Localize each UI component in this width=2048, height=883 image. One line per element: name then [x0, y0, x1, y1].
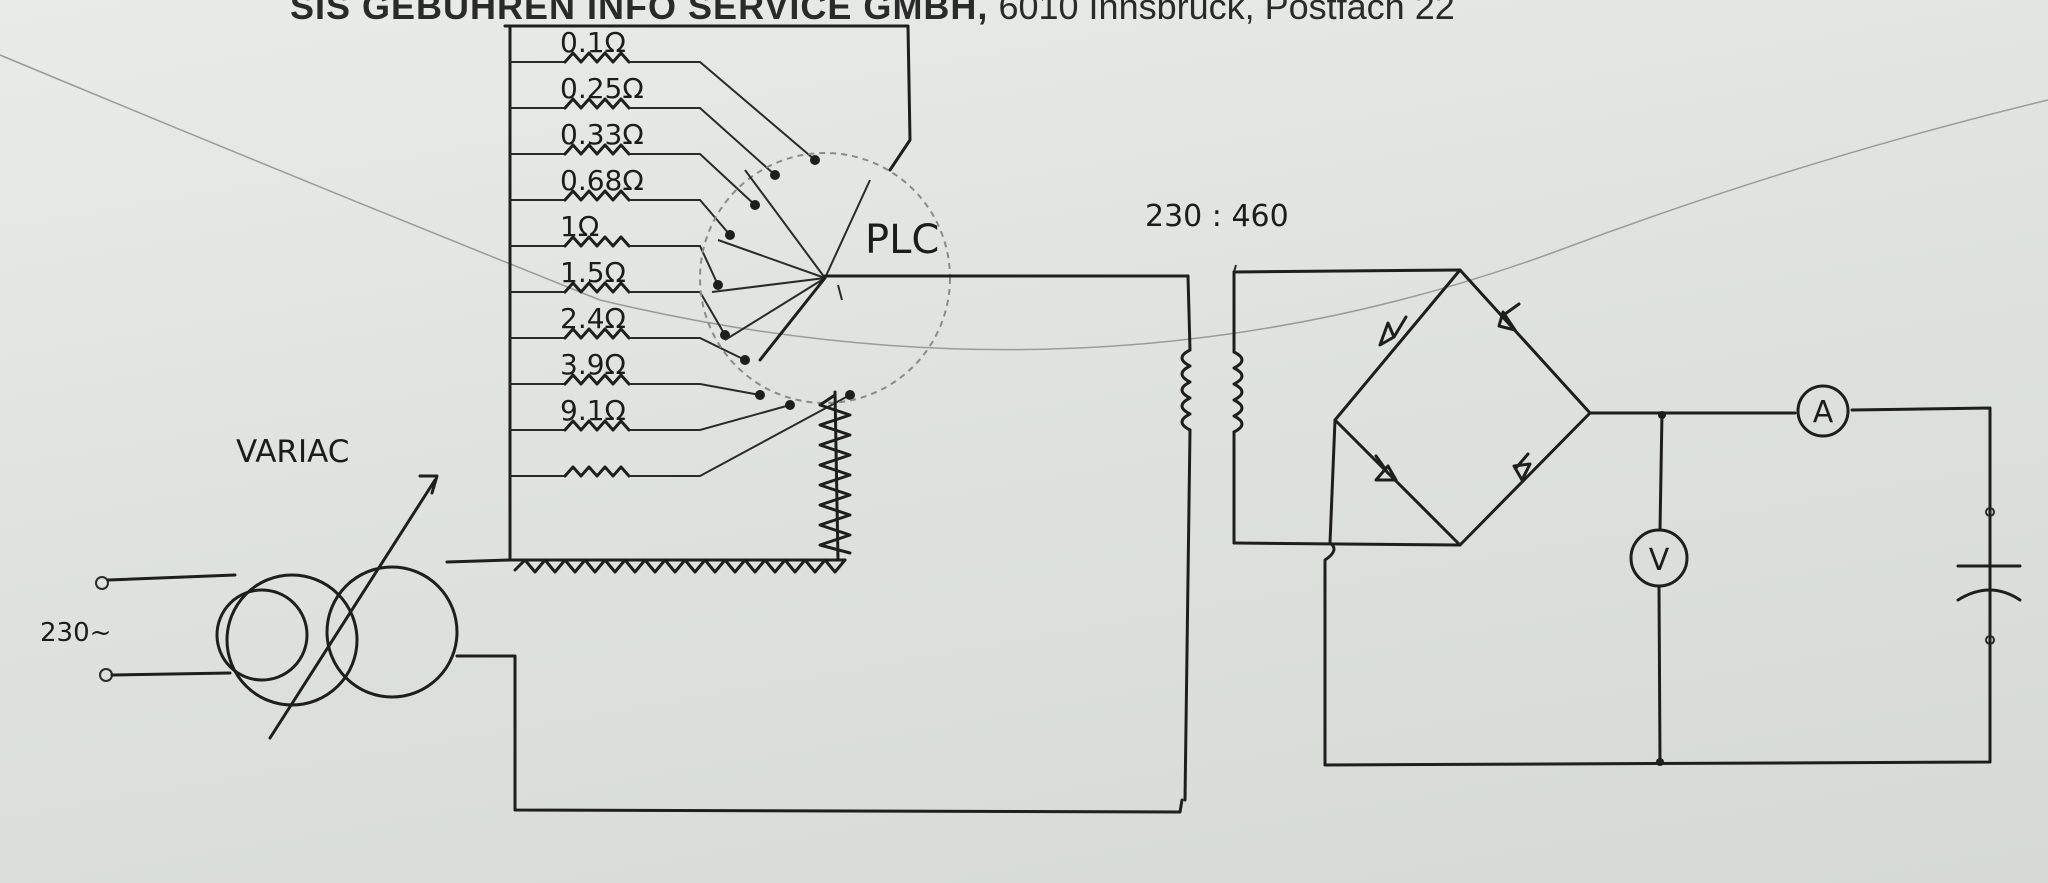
resistor-symbol: [563, 281, 631, 294]
resistor-row: 9.1Ω: [510, 394, 795, 432]
resistor-to-contact: [629, 245, 719, 286]
resistor-value-label: 0.68Ω: [560, 164, 644, 197]
junction-dot: [1658, 411, 1666, 419]
resistor-row: 2.4Ω: [510, 302, 750, 365]
resistor-to-contact: [629, 404, 791, 431]
resistor-symbol: [563, 51, 631, 64]
resistor-symbol: [563, 97, 631, 110]
voltmeter-lead-top: [1658, 411, 1664, 532]
junction-dot: [1656, 758, 1664, 766]
selector-contact: [755, 390, 765, 400]
resistor-value-label: 1.5Ω: [560, 256, 626, 289]
resistor-value-label: 0.33Ω: [560, 118, 644, 151]
paper-fold-right: [599, 99, 2048, 351]
resistor-value-label: 9.1Ω: [560, 394, 626, 427]
variac-label: VARIAC: [236, 434, 349, 470]
resistor-row: 0.25Ω: [510, 72, 780, 180]
voltmeter-lead-bottom: [1657, 584, 1662, 764]
wound-resistor-core: [833, 390, 840, 562]
resistor-row: 0.68Ω: [510, 164, 735, 240]
wound-resistor: [818, 393, 852, 555]
selector-contact: [770, 170, 780, 180]
resistor-row: 0.1Ω: [510, 26, 820, 165]
resistor-to-contact: [629, 337, 746, 361]
series-resistor: [513, 558, 847, 574]
resistor-symbol: [563, 373, 631, 386]
resistor-to-contact: [629, 291, 726, 336]
resistor-to-contact: [629, 153, 756, 206]
resistor-symbol: [563, 419, 631, 432]
ammeter: [1796, 384, 1850, 438]
capacitor: [1956, 507, 2022, 645]
resistor-symbol: [563, 143, 631, 156]
resistor-to-contact: [629, 61, 816, 161]
input-voltage-label: 230~: [40, 618, 111, 648]
resistor-value-label: 0.25Ω: [560, 72, 644, 105]
resistor-bank: 0.1Ω 0.25Ω 0.33Ω 0.68Ω 1Ω 1.5Ω 2.4Ω 3.9Ω 9.1Ω: [510, 26, 855, 478]
plc-label: PLC: [865, 217, 939, 263]
transformer-ratio-label: 230 : 460: [1145, 199, 1289, 234]
letterhead: SIS GEBÜHREN INFO SERVICE GMBH, 6010 Inn…: [290, 0, 1455, 28]
resistor-value-label: 3.9Ω: [560, 348, 626, 381]
input-wire-top: [106, 573, 237, 582]
variac-output-bottom-wire: [455, 654, 1184, 814]
voltmeter-label: V: [1649, 543, 1670, 578]
secondary-bottom-wire: [1232, 541, 1462, 547]
resistor-to-contact: [629, 107, 776, 176]
resistor-symbol: [563, 189, 631, 202]
selector-contact: [845, 390, 855, 400]
resistor-symbol: [563, 327, 631, 340]
selector-contact: [713, 280, 723, 290]
resistor-to-contact: [629, 394, 851, 477]
selector-contact: [740, 355, 750, 365]
resistor-to-contact: [629, 199, 731, 236]
letterhead-company: SIS GEBÜHREN INFO SERVICE GMBH,: [290, 0, 989, 27]
resistor-row: 1.5Ω: [510, 256, 730, 340]
selector-contact: [785, 400, 795, 410]
variac: [215, 474, 459, 740]
letterhead-address: 6010 Innsbruck, Postfach 22: [998, 0, 1455, 27]
selector-contact: [810, 155, 820, 165]
ammeter-label: A: [1813, 395, 1834, 430]
resistor-symbol: [563, 465, 631, 478]
resistor-to-contact: [629, 383, 761, 396]
selector-contact: [725, 230, 735, 240]
paper-fold-left: [0, 54, 601, 301]
variac-output-top: [445, 558, 512, 564]
resistor-row: [510, 390, 855, 478]
resistor-value-label: 2.4Ω: [560, 302, 626, 335]
resistor-row: 1Ω: [510, 210, 723, 290]
input-wire-bottom: [110, 671, 232, 677]
transformer: [1180, 264, 1244, 802]
resistor-value-label: 0.1Ω: [560, 26, 626, 59]
bridge-rectifier: [1333, 268, 1592, 547]
selector-contact: [750, 200, 760, 210]
resistor-value-label: 1Ω: [560, 210, 599, 243]
resistor-symbol: [563, 235, 631, 248]
input-terminal-bottom: [99, 668, 113, 682]
resistor-bus-top: [503, 24, 912, 172]
secondary-top-wire: [1232, 268, 1462, 274]
plc-selector-switch: [699, 152, 1190, 404]
resistor-row: 0.33Ω: [510, 118, 760, 210]
resistor-row: 3.9Ω: [510, 348, 765, 400]
input-terminal-top: [95, 576, 109, 590]
